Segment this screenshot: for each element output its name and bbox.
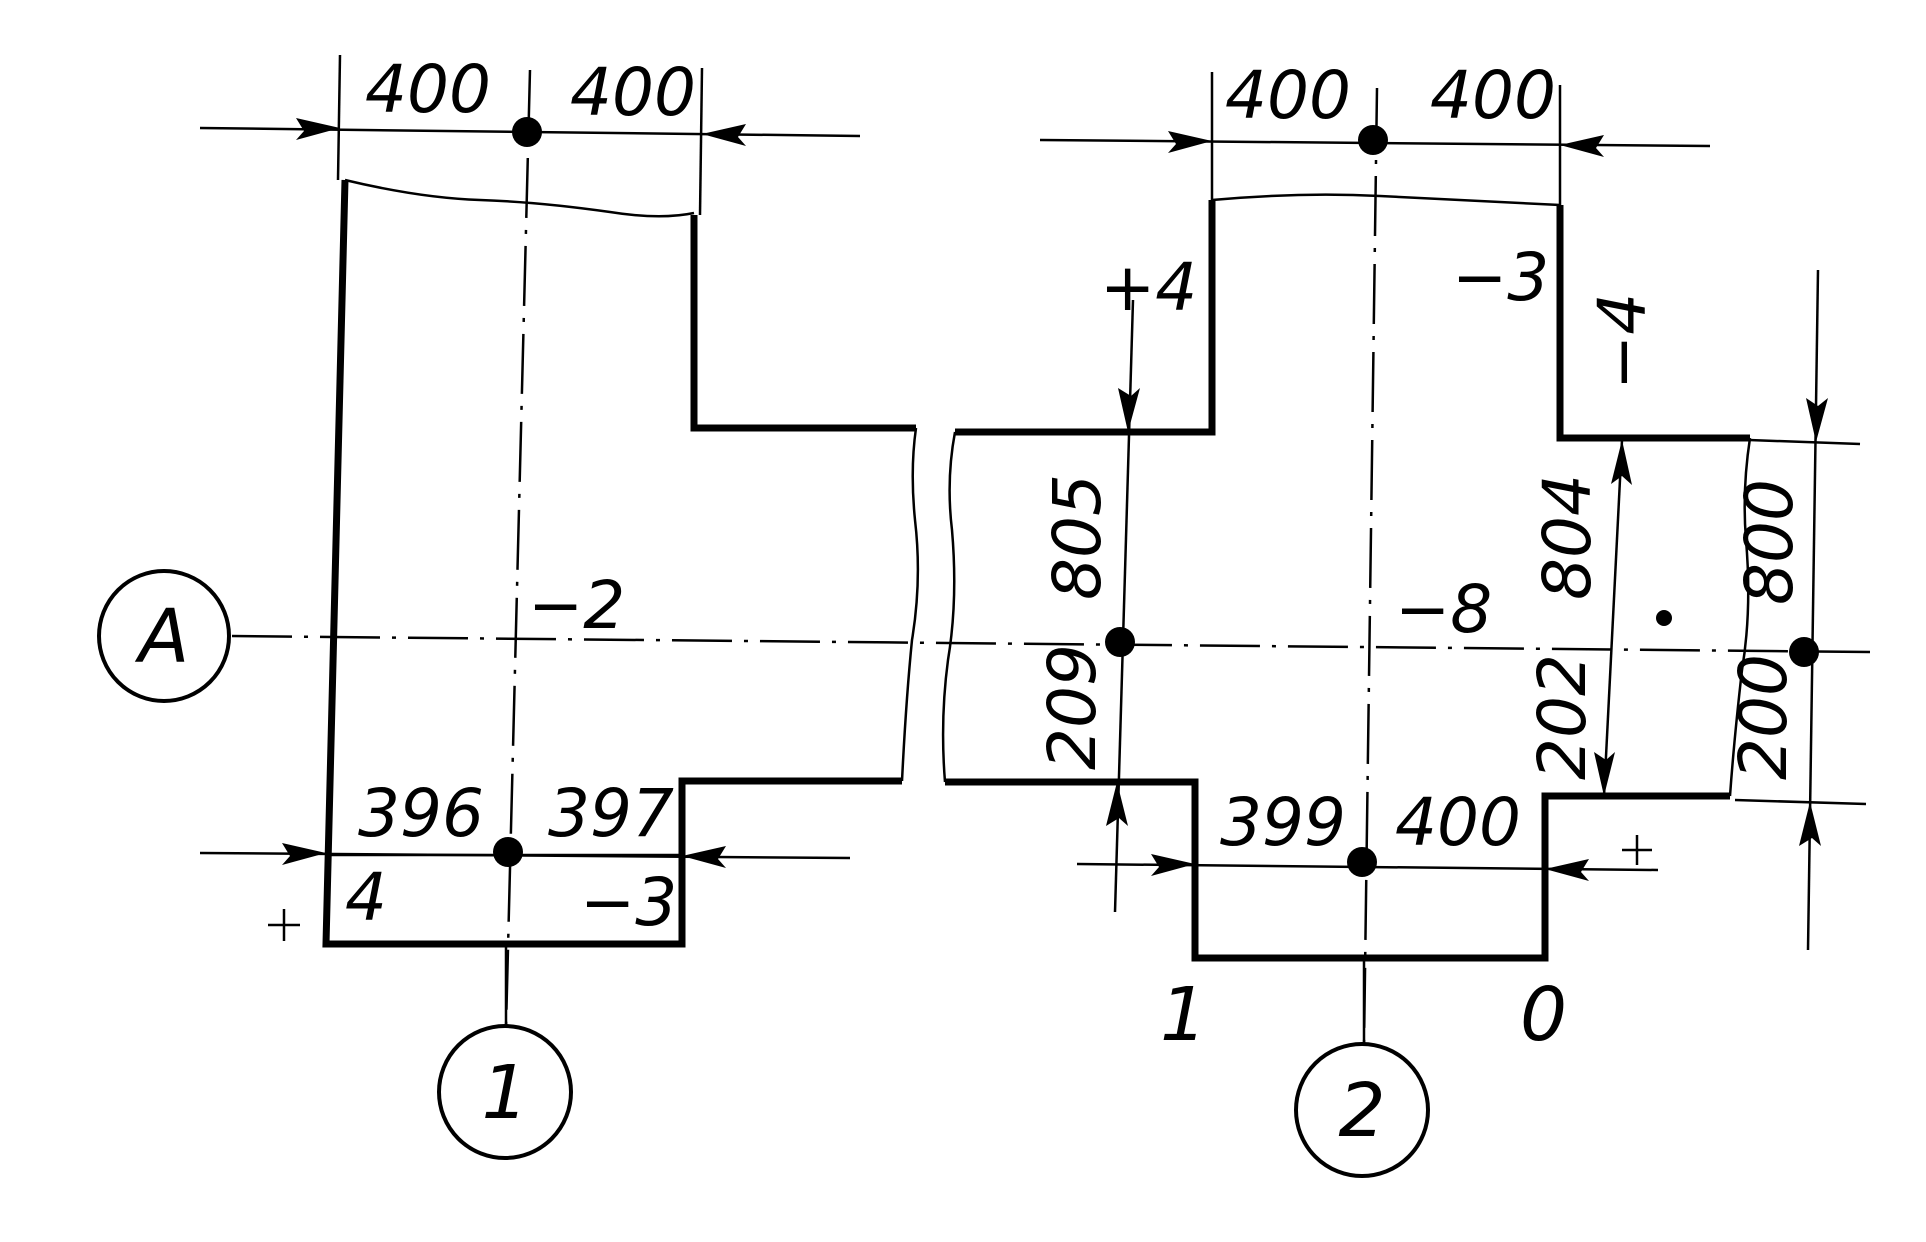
row-axis-a	[231, 634, 1871, 654]
axis-bubble-a: A	[97, 569, 231, 703]
survey-point-c2-bottom	[1347, 847, 1377, 877]
survey-point-c2-top	[1358, 125, 1388, 155]
c2-dev-right-side: −4	[1584, 293, 1661, 390]
axis-bubble-2: 2	[1294, 1042, 1430, 1178]
c2-bottom-left-dim: 399	[1220, 784, 1346, 861]
c2-height-mid-lower: 202	[1524, 654, 1601, 780]
column-1-dimensions	[199, 54, 861, 941]
c2-height-left-lower: 209	[1034, 644, 1111, 770]
c2-height-right-lower: 200	[1725, 654, 1802, 780]
survey-point-axis-a-right	[1789, 637, 1819, 667]
c2-bottom-right-dim: 400	[1395, 784, 1521, 861]
c2-top-right-dim: 400	[1430, 57, 1556, 134]
c1-top-right-dim: 400	[570, 54, 696, 131]
c2-under-left: 1	[1160, 972, 1207, 1058]
axis-bubble-1: 1	[437, 1024, 573, 1160]
survey-point-c1-bottom	[493, 837, 523, 867]
c2-dev-minus-top: −3	[1452, 239, 1549, 316]
c1-axis-deviation: −2	[528, 567, 625, 644]
svg-text:A: A	[135, 594, 190, 680]
column-2-dimensions	[1039, 72, 1867, 951]
c2-dev-plus-top: +4	[1100, 249, 1197, 326]
c1-bottom-right-dim: 397	[548, 775, 674, 852]
c2-height-mid-upper: 804	[1529, 474, 1606, 600]
column-axis-2	[1362, 87, 1379, 1047]
c1-dev-right: −3	[580, 864, 677, 941]
c2-height-left-upper: 805	[1039, 474, 1116, 600]
survey-point-axis-a-left	[1105, 627, 1135, 657]
c2-height-right-upper: 800	[1731, 479, 1808, 605]
survey-point-c1-top	[512, 117, 542, 147]
column-axis-1	[504, 69, 532, 1029]
c2-top-left-dim: 400	[1225, 57, 1351, 134]
svg-text:2: 2	[1338, 1068, 1385, 1154]
c2-axis-deviation: −8	[1395, 571, 1492, 648]
column-2-outline	[941, 193, 1752, 962]
c1-top-left-dim: 400	[365, 51, 491, 128]
c1-bottom-left-dim: 396	[358, 775, 484, 852]
svg-text:1: 1	[481, 1050, 528, 1136]
c2-under-right: 0	[1520, 972, 1567, 1058]
c1-dev-left: 4	[345, 859, 387, 936]
